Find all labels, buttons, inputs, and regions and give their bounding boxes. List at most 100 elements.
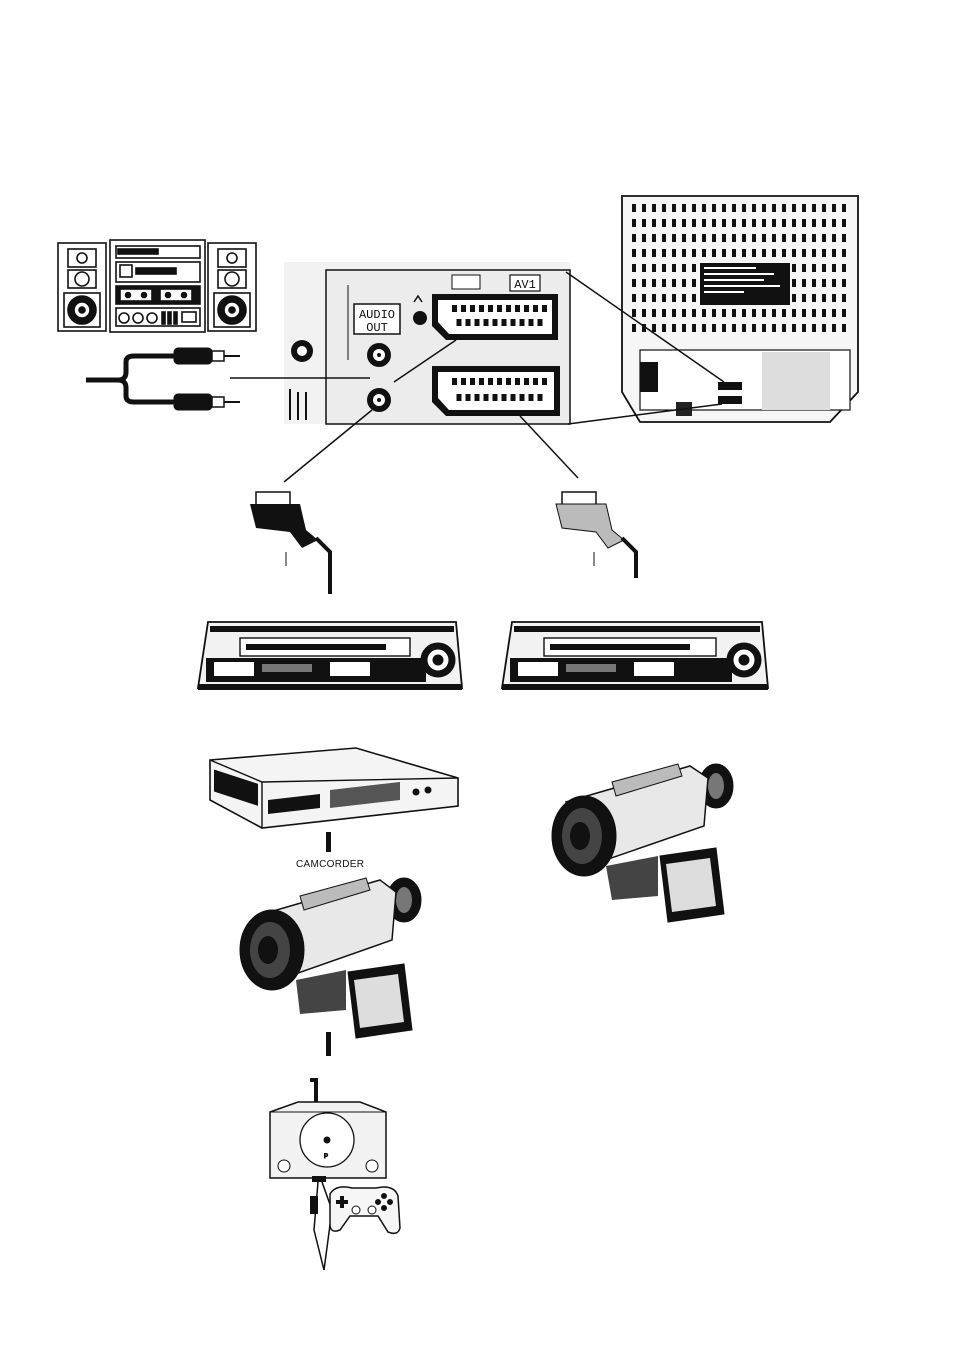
tv-vent-slot [742,234,746,242]
scart-pin [524,305,529,312]
tv-vent-slot [642,294,646,302]
tv-vent-slot [742,324,746,332]
scart-pin [511,319,516,326]
tv-vent-slot [812,309,816,317]
tv-vent-slot [762,324,766,332]
tv-vent-slot [712,204,716,212]
tv-vent-slot [842,309,846,317]
tv-vent-slot [662,249,666,257]
scart-pin [533,378,538,385]
audio-out-label-line2: OUT [366,321,388,335]
tv-vent-slot [692,324,696,332]
tv-vent-slot [812,234,816,242]
tv-vent-slot [652,294,656,302]
scart-socket-av1 [432,294,558,340]
tv-vent-slot [642,234,646,242]
tv-vent-slot [802,234,806,242]
tv-vent-slot [722,234,726,242]
tv-vent-slot [652,264,656,272]
tv-vent-slot [682,249,686,257]
scart-pin [524,378,529,385]
scart-pin [479,305,484,312]
tv-vent-slot [692,219,696,227]
tv-vent-slot [802,249,806,257]
tv-vent-slot [832,219,836,227]
tv-vent-slot [832,234,836,242]
tv-vent-slot [802,294,806,302]
game-console-icon: P [270,1080,386,1270]
link-receiver-camcorder [326,832,331,852]
tv-vent-slot [732,219,736,227]
tv-vent-slot [822,264,826,272]
scart-pin [470,305,475,312]
tv-vent-slot [752,204,756,212]
tv-vent-slot [722,249,726,257]
scart-pin [533,305,538,312]
tv-vent-slot [792,279,796,287]
tv-vent-slot [772,219,776,227]
scart-plug-icon [250,492,330,594]
scart-pin [488,305,493,312]
tv-vent-slot [672,204,676,212]
tv-vent-slot [702,219,706,227]
tv-vent-slot [732,234,736,242]
tv-vent-slot [702,324,706,332]
scart-pin [542,378,547,385]
tv-vent-slot [762,309,766,317]
tv-vent-slot [822,234,826,242]
tv-vent-slot [642,309,646,317]
tv-vent-slot [782,234,786,242]
tv-vent-slot [842,324,846,332]
tv-vent-slot [632,264,636,272]
tv-vent-slot [832,309,836,317]
tv-vent-slot [812,204,816,212]
scart-pin [466,394,471,401]
svg-text:P: P [324,1154,328,1160]
tv-vent-slot [812,249,816,257]
tv-vent-slot [662,234,666,242]
tv-vent-slot [682,204,686,212]
tv-vent-slot [712,219,716,227]
tv-vent-slot [742,204,746,212]
tv-vent-slot [792,234,796,242]
tv-vent-slot [652,324,656,332]
tv-vent-slot [632,324,636,332]
scart-pin [538,319,543,326]
tv-vent-slot [742,249,746,257]
tv-vent-slot [832,264,836,272]
tv-vent-slot [682,279,686,287]
scart-pin [479,378,484,385]
rca-cable-icon [86,348,240,410]
tv-vent-slot [732,309,736,317]
tv-vent-slot [642,279,646,287]
tv-vent-slot [702,204,706,212]
tv-vent-slot [652,249,656,257]
scart-pin [493,319,498,326]
tv-vent-slot [652,204,656,212]
scart-pin [470,378,475,385]
tv-vent-slot [672,234,676,242]
scart-pin [520,394,525,401]
tv-vent-slot [672,279,676,287]
tv-vent-slot [632,204,636,212]
tv-vent-slot [632,234,636,242]
scart-plug-icon-2 [556,492,636,578]
scart-pin [488,378,493,385]
tv-vent-slot [722,324,726,332]
tv-vent-slot [682,294,686,302]
tv-vent-slot [782,249,786,257]
tv-vent-slot [752,324,756,332]
tv-vent-slot [842,249,846,257]
tv-vent-slot [772,249,776,257]
tv-vent-slot [762,249,766,257]
tv-vent-slot [792,204,796,212]
tv-vent-slot [702,309,706,317]
tv-vent-slot [712,324,716,332]
tv-vent-slot [632,309,636,317]
tv-vent-slot [672,219,676,227]
tv-vent-slot [732,204,736,212]
scart-pin [515,378,520,385]
scart-pin [515,305,520,312]
vcr-icon [198,622,462,690]
tv-vent-slot [712,249,716,257]
